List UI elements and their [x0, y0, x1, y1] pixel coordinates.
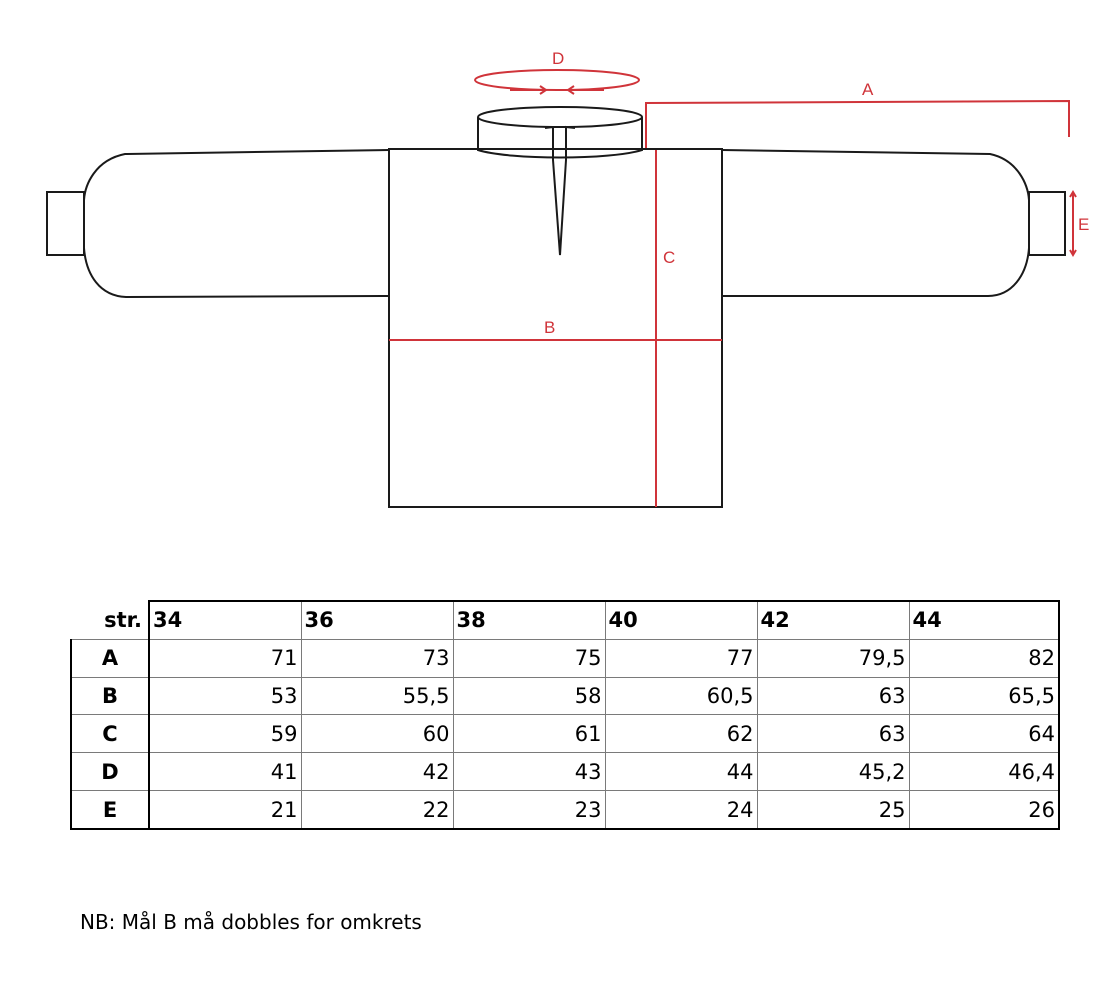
table-cell: 58 [452, 676, 606, 716]
table-row: B 53 55,5 58 60,5 63 65,5 [70, 676, 1060, 716]
table-row: A 71 73 75 77 79,5 82 [70, 638, 1060, 678]
measure-d-arrow-right [566, 85, 604, 95]
table-cell: 41 [148, 752, 302, 792]
left-sleeve [83, 149, 390, 299]
table-cell: 55,5 [300, 676, 454, 716]
note-text: NB: Mål B må dobbles for omkrets [80, 910, 422, 934]
table-cell: 22 [300, 790, 454, 831]
table-row: C 59 60 61 62 63 64 [70, 714, 1060, 754]
table-cell: 65,5 [908, 676, 1060, 716]
table-cell: 60 [300, 714, 454, 754]
label-b: B [544, 318, 555, 337]
table-row: D 41 42 43 44 45,2 46,4 [70, 752, 1060, 792]
table-cell: 59 [148, 714, 302, 754]
table-cell: 53 [148, 676, 302, 716]
table-cell: 25 [756, 790, 910, 831]
table-cell: 42 [300, 752, 454, 792]
table-cell: 23 [452, 790, 606, 831]
garment-body [388, 148, 723, 508]
table-cell: 61 [452, 714, 606, 754]
table-cell: 21 [148, 790, 302, 831]
table-cell: 82 [908, 638, 1060, 678]
row-label: D [70, 752, 150, 792]
table-row: E 21 22 23 24 25 26 [70, 790, 1060, 831]
table-cell: 63 [756, 714, 910, 754]
table-cell: 24 [604, 790, 758, 831]
table-cell: 44 [604, 752, 758, 792]
measurement-labels: D A C B E [544, 49, 1089, 337]
table-cell: 45,2 [756, 752, 910, 792]
table-cell: 62 [604, 714, 758, 754]
collar-top [477, 106, 643, 128]
label-d: D [552, 49, 564, 68]
table-cell: 60,5 [604, 676, 758, 716]
measurement-lines [389, 69, 1077, 507]
measure-d-loop [474, 69, 640, 91]
measure-e-line [1069, 190, 1077, 257]
table-cell: 77 [604, 638, 758, 678]
label-c: C [663, 248, 675, 267]
table-cell: 75 [452, 638, 606, 678]
table-cell: 79,5 [756, 638, 910, 678]
right-cuff [1028, 191, 1066, 256]
table-cell: 64 [908, 714, 1060, 754]
size-header-row: str. 34 36 38 40 42 44 [71, 599, 1060, 640]
table-cell: 71 [148, 638, 302, 678]
row-label: C [70, 714, 150, 754]
size-col-40: 40 [604, 599, 758, 640]
collar [477, 117, 643, 159]
row-label: E [70, 790, 150, 831]
size-col-34: 34 [148, 599, 302, 640]
table-cell: 73 [300, 638, 454, 678]
left-cuff [46, 191, 85, 256]
table-cell: 63 [756, 676, 910, 716]
garment-diagram: D A C B E [46, 49, 1089, 508]
table-cell: 46,4 [908, 752, 1060, 792]
size-table: str. 34 36 38 40 42 44 A 71 73 75 77 79,… [70, 599, 1060, 831]
label-a: A [862, 80, 874, 99]
label-e: E [1078, 215, 1089, 234]
size-col-44: 44 [908, 599, 1060, 640]
table-cell: 26 [908, 790, 1060, 831]
measure-d-arrow-left [510, 85, 548, 95]
right-sleeve [721, 149, 1030, 297]
table-cell: 43 [452, 752, 606, 792]
row-label: A [70, 638, 150, 678]
measure-a-line [645, 99, 1070, 148]
garment-outline [46, 106, 1066, 508]
size-corner-label: str. [71, 601, 150, 640]
size-col-38: 38 [452, 599, 606, 640]
placket-slit [544, 125, 576, 256]
size-col-42: 42 [756, 599, 910, 640]
size-col-36: 36 [300, 599, 454, 640]
row-label: B [70, 676, 150, 716]
